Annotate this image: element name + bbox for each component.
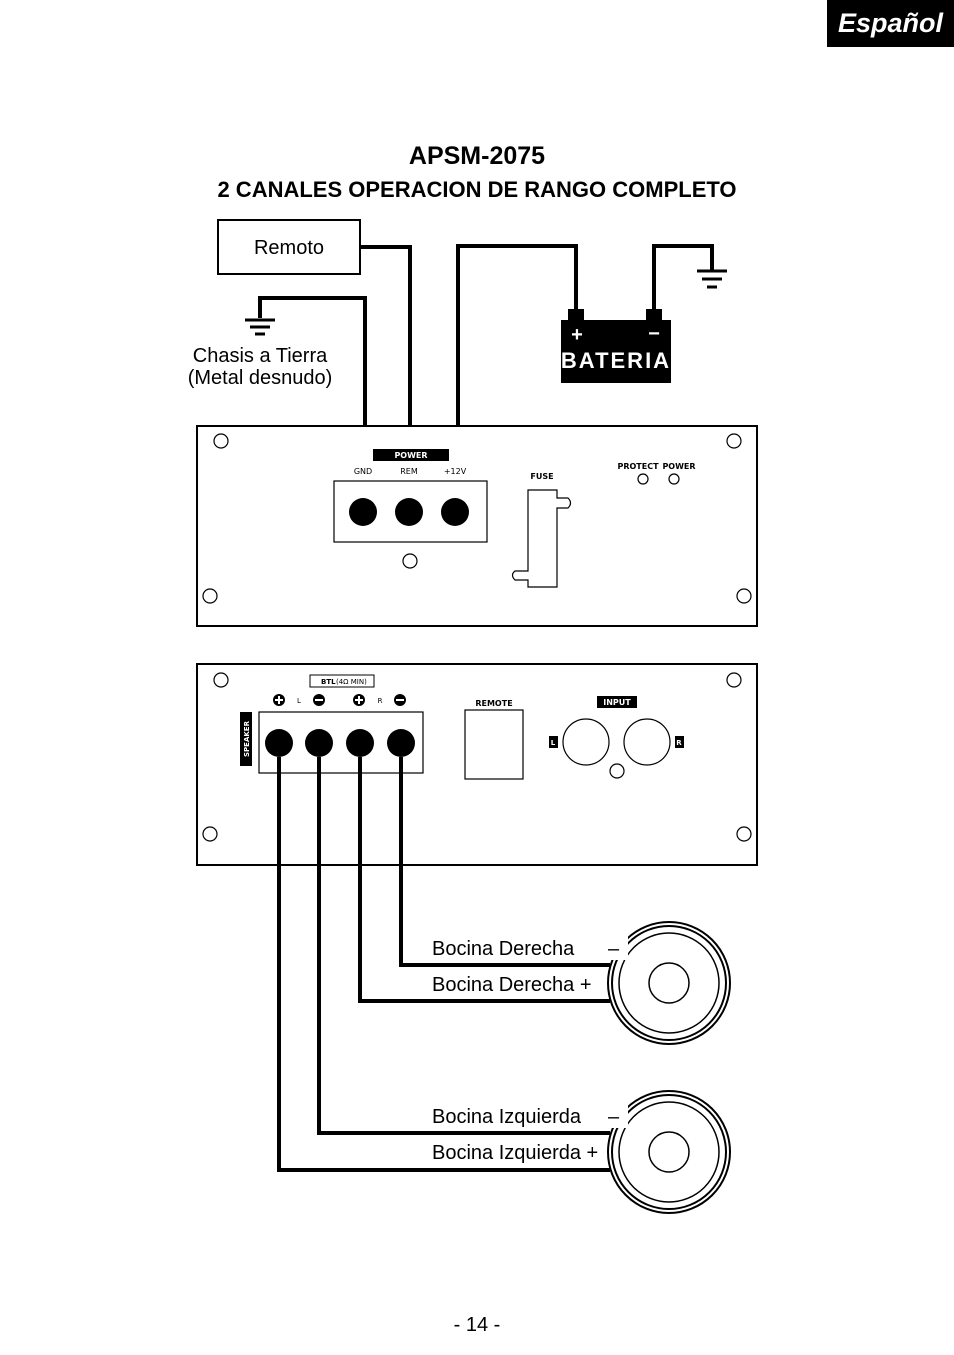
- left-speaker-negative-label: Bocina Izquierda: [432, 1106, 582, 1128]
- input-right-jack: [623, 718, 671, 766]
- speaker-wires: [277, 757, 610, 1172]
- right-channel-label: R: [378, 697, 383, 705]
- input-left-label: L: [551, 739, 556, 747]
- battery-ground-icon: [697, 269, 727, 289]
- left-speaker-negative-sign: –: [608, 1106, 620, 1128]
- remote-port-label: REMOTE: [475, 699, 512, 708]
- power-terminal-label: POWER: [394, 451, 427, 460]
- 12v-label: +12V: [444, 467, 467, 476]
- fuse-label: FUSE: [530, 472, 553, 481]
- rem-terminal: [395, 498, 423, 526]
- speaker-label: SPEAKER: [243, 720, 251, 757]
- protect-led: [637, 473, 649, 485]
- minus-icon: [394, 694, 406, 706]
- remote-box-label: Remoto: [254, 237, 324, 259]
- plus-icon: [273, 694, 285, 706]
- input-left-jack: [562, 718, 610, 766]
- remote-port: [464, 709, 524, 780]
- chassis-ground-label-2: (Metal desnudo): [188, 367, 333, 389]
- rem-label: REM: [400, 467, 418, 476]
- battery: + − BATERIA: [561, 309, 671, 383]
- right-speaker: [607, 921, 731, 1045]
- right-minus-terminal: [387, 729, 415, 757]
- model-title: APSM-2075: [408, 142, 546, 170]
- power-panel: POWER GND REM +12V FUSE PROTECT POWER: [196, 425, 758, 627]
- right-speaker-negative-label: Bocina Derecha: [432, 938, 575, 960]
- right-speaker-positive-label: Bocina Derecha +: [432, 974, 592, 996]
- page-number: - 14 -: [453, 1314, 501, 1336]
- right-plus-terminal: [346, 729, 374, 757]
- left-minus-terminal: [305, 729, 333, 757]
- input-right-label: R: [676, 739, 682, 747]
- gnd-terminal: [349, 498, 377, 526]
- input-label: INPUT: [603, 698, 631, 707]
- right-speaker-negative-sign: –: [608, 938, 620, 960]
- 12v-terminal: [441, 498, 469, 526]
- chassis-ground-icon: [245, 318, 275, 336]
- left-plus-terminal: [265, 729, 293, 757]
- battery-label: BATERIA: [561, 348, 671, 373]
- btl-rating: (4Ω MIN): [336, 678, 367, 686]
- fuse-holder: [511, 489, 572, 588]
- minus-icon: [313, 694, 325, 706]
- power-led-label: POWER: [662, 462, 695, 471]
- remote-box: [217, 219, 361, 275]
- speaker-panel: BTL (4Ω MIN) L R SPEAKER: [196, 663, 758, 866]
- gnd-label: GND: [354, 467, 372, 476]
- chassis-ground-label-1: Chasis a Tierra: [193, 345, 328, 367]
- battery-plus: +: [571, 324, 583, 346]
- diagram-subtitle: 2 CANALES OPERACION DE RANGO COMPLETO: [217, 177, 737, 202]
- power-led: [668, 473, 680, 485]
- btl-label: BTL: [321, 678, 336, 686]
- protect-label: PROTECT: [617, 462, 659, 471]
- left-channel-label: L: [297, 697, 301, 705]
- left-speaker-positive-label: Bocina Izquierda +: [432, 1142, 598, 1164]
- battery-minus: −: [648, 323, 660, 345]
- plus-icon: [353, 694, 365, 706]
- left-speaker: [607, 1090, 731, 1214]
- power-wires: [258, 244, 714, 450]
- language-tab: Español: [827, 0, 954, 47]
